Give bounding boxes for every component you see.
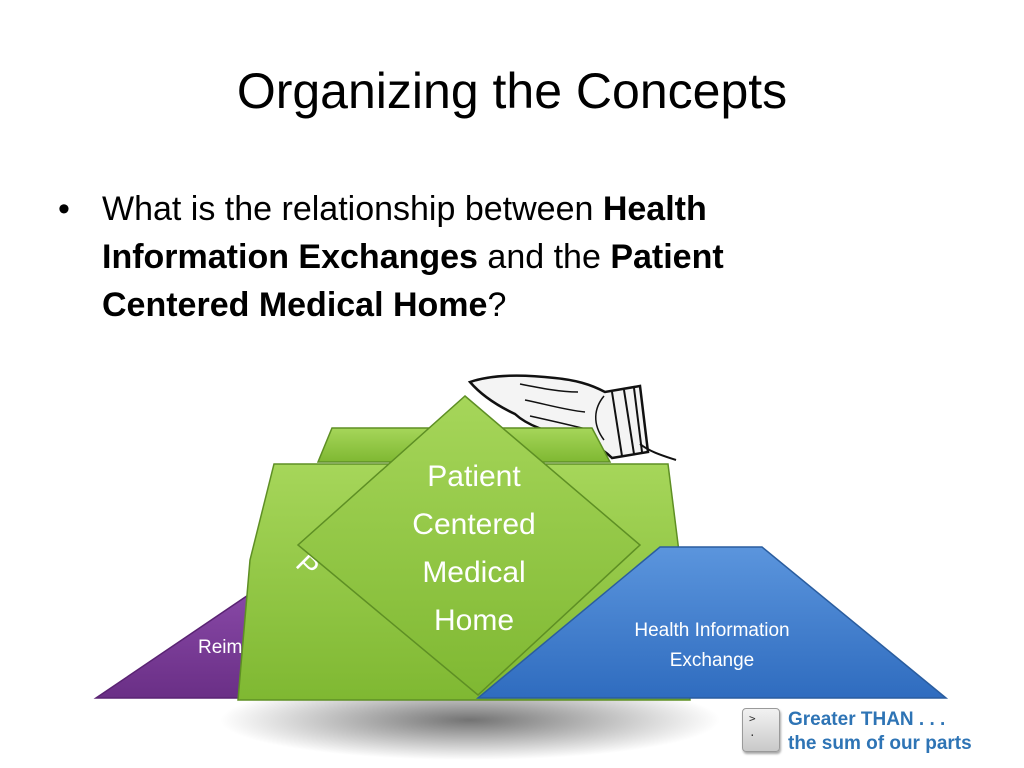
pcmh-diamond — [296, 395, 642, 696]
bullet-marker: • — [58, 190, 70, 228]
slide-title: Organizing the Concepts — [236, 63, 788, 119]
keyboard-key-icon: > . — [742, 708, 780, 752]
tagline-line-1: Greater THAN . . . — [788, 709, 946, 730]
pcmh-label-line-4: Home — [434, 604, 514, 637]
hie-trapezoid — [475, 546, 949, 699]
purple-label-fragment: Reim — [198, 637, 242, 658]
key-glyph-2: . — [749, 726, 756, 739]
bullet-emphasis-pcmh: Patient Centered Medical Home — [102, 238, 724, 324]
pcmh-label-line-1: Patient — [427, 460, 521, 493]
bullet-list: • What is the relationship between Healt… — [58, 185, 878, 329]
hie-label-line-2: Exchange — [670, 650, 755, 671]
footer-tagline: Greater THAN . . . the sum of our parts — [788, 708, 1024, 756]
bullet-item: • What is the relationship between Healt… — [58, 185, 878, 329]
bullet-text-3: ? — [487, 286, 507, 324]
key-glyph-1: > — [749, 712, 756, 725]
bullet-text-2: and the — [477, 238, 611, 276]
bullet-emphasis-hie: Health Information Exchanges — [102, 190, 707, 276]
hie-label-line-1: Health Information — [634, 620, 789, 641]
tagline-line-2: the sum of our parts — [788, 733, 972, 754]
pcmh-label-line-3: Medical — [422, 556, 525, 589]
bullet-text-1: What is the relationship between — [102, 190, 603, 228]
pcmh-label-line-2: Centered — [412, 508, 535, 541]
